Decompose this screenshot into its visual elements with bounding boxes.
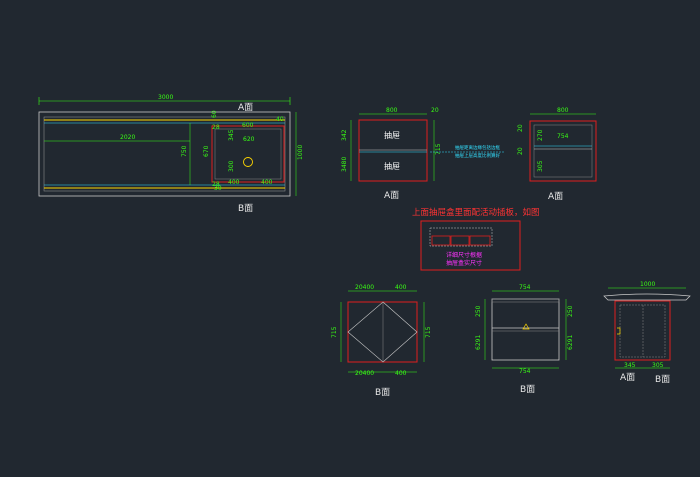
b-view-2: 754 250 6291 250 6291 754 B面 [475, 284, 574, 395]
drawer-front-view: 800 20 抽屉 抽屉 342 3480 715 抽屉距离边缘包括边框 抽屉上… [341, 107, 505, 201]
dim-20400-top: 20400 [355, 284, 374, 291]
cyan-note-1: 抽屉距离边缘包括边框 [455, 144, 500, 151]
insert-slot-2 [450, 235, 470, 246]
dim-715: 715 [435, 143, 442, 155]
dim-715-right: 715 [425, 326, 432, 338]
label-a-face-2: A面 [384, 190, 399, 201]
dim-305: 305 [537, 160, 544, 172]
dim-305b: 305 [652, 362, 664, 369]
dim-3480: 3480 [341, 157, 348, 172]
cyan-note-2: 抽屉上层高度比例算好 [455, 152, 500, 159]
side-view-outline [614, 300, 671, 361]
dim-345: 345 [228, 129, 235, 141]
dim-715-left: 715 [331, 326, 338, 338]
drawer-side-view: 800 754 20 20 270 305 A面 [517, 107, 597, 202]
dim-400-top: 400 [395, 284, 407, 291]
diamond-door-lines [347, 301, 418, 363]
insert-board-outline [429, 227, 493, 247]
drawer-side-inner [533, 124, 593, 178]
insert-slot-3 [469, 235, 491, 246]
dim-345b: 345 [624, 362, 636, 369]
insert-board-frame [420, 220, 521, 271]
dim-800b: 800 [557, 107, 569, 114]
magenta-note-1: 详细尺寸根据 [446, 251, 482, 259]
dim-28a: 28 [212, 124, 220, 131]
sink-cabinet-outline [211, 125, 285, 183]
inner-frame [43, 116, 286, 192]
top-rail [491, 298, 560, 303]
sink-drain-icon [243, 157, 253, 167]
dim-250-right: 250 [567, 305, 574, 317]
dim-400-bottom: 400 [395, 370, 407, 377]
countertop-profile [603, 293, 691, 301]
dim-6291-left: 6291 [475, 335, 482, 350]
dim-300: 300 [228, 160, 235, 172]
dim-3000: 3000 [158, 94, 173, 101]
magenta-note-2: 抽屉盒实尺寸 [446, 259, 482, 267]
label-a-face-3: A面 [548, 191, 563, 202]
drawer-2-label: 抽屉 [384, 161, 400, 171]
drawer-front-outline [358, 119, 428, 182]
dim-754-bottom: 754 [519, 368, 531, 375]
b-view-1: 20400 400 715 715 20400 400 B面 [331, 284, 432, 398]
dim-620: 620 [243, 136, 255, 143]
dim-750: 750 [181, 145, 188, 157]
dim-20b: 20 [517, 124, 524, 132]
drawer-1-label: 抽屉 [384, 130, 400, 140]
label-b-face: B面 [238, 203, 253, 214]
dim-400: 400 [228, 179, 240, 186]
dim-270: 270 [537, 129, 544, 141]
dim-40: 40 [276, 116, 284, 123]
marker-triangle-icon [522, 323, 530, 330]
red-note: 上面抽屉盒里面配活动插板，如图 [412, 207, 540, 218]
top-view: 3000 A面 2020 750 60 28 600 620 670 345 3… [38, 94, 304, 214]
label-b-face-2: B面 [375, 387, 390, 398]
dim-2020: 2020 [120, 134, 135, 141]
note-block: 上面抽屉盒里面配活动插板，如图 详细尺寸根据 抽屉盒实尺寸 [412, 207, 540, 271]
label-a-face-4: A面 [620, 372, 635, 383]
dim-342: 342 [341, 129, 348, 141]
sink-cabinet-inner [214, 128, 282, 180]
side-view: 1000 345 305 A面 B面 [603, 281, 691, 385]
outer-frame [38, 111, 291, 197]
dim-800: 800 [386, 107, 398, 114]
label-a-face: A面 [238, 102, 253, 113]
dim-1000: 1000 [297, 145, 304, 160]
dim-600: 600 [242, 122, 254, 129]
insert-slot-1 [431, 235, 451, 246]
dim-20: 20 [431, 107, 439, 114]
label-b-face-3: B面 [520, 384, 535, 395]
dim-1000b: 1000 [640, 281, 655, 288]
dim-670: 670 [203, 145, 210, 157]
dim-30: 30 [214, 185, 222, 192]
dim-400b: 400 [261, 179, 273, 186]
b-view-2-outline [491, 298, 560, 361]
dim-28b: 28 [212, 181, 220, 188]
dim-60: 60 [211, 110, 218, 118]
dim-20c: 20 [517, 147, 524, 155]
dim-20400-bottom: 20400 [355, 370, 374, 377]
side-view-inner [619, 304, 666, 358]
dim-754-top: 754 [519, 284, 531, 291]
dim-754: 754 [557, 133, 569, 140]
b-view-1-outline [347, 301, 418, 363]
dim-250-left: 250 [475, 305, 482, 317]
dim-6291-right: 6291 [567, 335, 574, 350]
drawer-side-outline [529, 120, 597, 182]
label-b-face-4: B面 [655, 374, 670, 385]
handle-icon [617, 327, 621, 335]
